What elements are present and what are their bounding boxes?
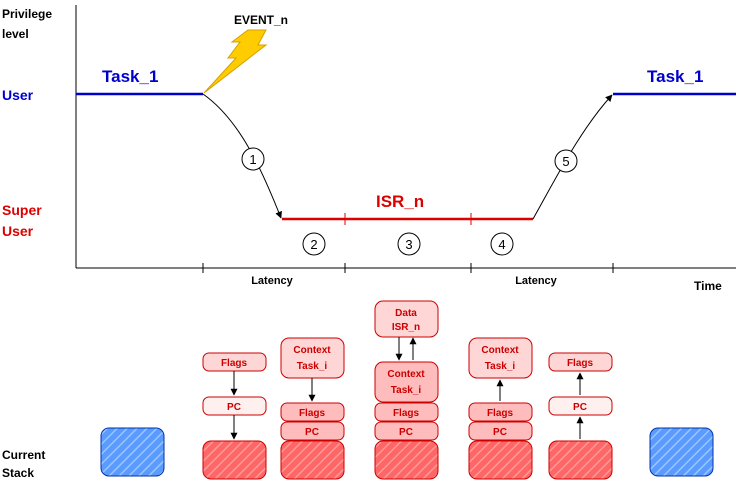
stack-data-box xyxy=(374,300,439,338)
event-label: EVENT_n xyxy=(234,13,288,27)
x-axis-ticks xyxy=(202,263,614,273)
stack-flags-box xyxy=(374,402,439,422)
stack-pc-box xyxy=(548,396,613,416)
stack-context-box xyxy=(468,337,533,379)
step-4-marker: 4 xyxy=(490,232,514,256)
svg-text:PC: PC xyxy=(399,427,413,438)
event-lightning-icon xyxy=(203,29,268,94)
svg-text:Flags: Flags xyxy=(299,408,326,419)
stack-pc-box xyxy=(468,421,533,441)
level-user-label: User xyxy=(2,87,34,103)
stack-col5: Flags PC xyxy=(548,352,613,439)
step-2-marker: 2 xyxy=(302,232,326,256)
svg-text:Flags: Flags xyxy=(221,358,248,369)
svg-text:Task_i: Task_i xyxy=(485,361,516,372)
svg-text:Task_i: Task_i xyxy=(391,385,422,396)
svg-text:ISR_n: ISR_n xyxy=(392,322,420,333)
stack-pc-box xyxy=(374,421,439,441)
task-right-label: Task_1 xyxy=(647,67,703,86)
svg-text:Flags: Flags xyxy=(567,358,594,369)
svg-text:Context: Context xyxy=(293,345,331,356)
level-super-label-line1: Super xyxy=(2,202,42,218)
svg-text:2: 2 xyxy=(310,237,317,252)
svg-text:1: 1 xyxy=(249,152,256,167)
step-5-marker: 5 xyxy=(554,149,578,173)
svg-text:PC: PC xyxy=(227,402,241,413)
stack-base-col2 xyxy=(280,440,345,480)
stack-label-line2: Stack xyxy=(2,466,34,480)
stack-col3: Data ISR_n Context Task_i Flags PC xyxy=(374,300,439,441)
svg-text:PC: PC xyxy=(305,427,319,438)
svg-text:Task_i: Task_i xyxy=(297,361,328,372)
stack-col1: Flags PC xyxy=(202,352,267,440)
stack-base-col1 xyxy=(202,440,267,480)
svg-text:Data: Data xyxy=(395,308,417,319)
stack-label-line1: Current xyxy=(2,448,45,462)
stack-base-col4 xyxy=(468,440,533,480)
transition-down-curve xyxy=(202,93,282,219)
stack-flags-box xyxy=(548,352,613,372)
step-1-marker: 1 xyxy=(241,147,265,171)
y-axis-title-line1: Privilege xyxy=(2,7,52,21)
isr-line-ticks xyxy=(344,213,472,225)
stack-pc-box xyxy=(280,421,345,441)
svg-text:3: 3 xyxy=(405,237,412,252)
svg-text:Flags: Flags xyxy=(487,408,514,419)
stack-col2: Context Task_i Flags PC xyxy=(280,337,345,441)
stack-col4: Context Task_i Flags PC xyxy=(468,337,533,441)
stack-flags-box xyxy=(280,402,345,422)
stack-base-col5 xyxy=(548,440,613,480)
latency-right-label: Latency xyxy=(515,275,557,287)
latency-left-label: Latency xyxy=(251,275,293,287)
svg-text:Context: Context xyxy=(481,345,519,356)
stack-base-user-left xyxy=(100,427,165,477)
svg-text:Flags: Flags xyxy=(393,408,420,419)
x-axis-title: Time xyxy=(694,279,722,293)
svg-text:5: 5 xyxy=(562,154,569,169)
stack-flags-box xyxy=(468,402,533,422)
task-left-label: Task_1 xyxy=(102,67,158,86)
y-axis-title-line2: level xyxy=(2,27,29,41)
stack-base-user-right xyxy=(649,427,714,477)
stack-context-box xyxy=(374,361,439,403)
stack-context-box xyxy=(280,337,345,379)
svg-text:PC: PC xyxy=(573,402,587,413)
svg-text:PC: PC xyxy=(493,427,507,438)
isr-label: ISR_n xyxy=(376,192,424,211)
svg-text:4: 4 xyxy=(498,237,505,252)
stack-base-col3 xyxy=(374,440,439,480)
step-3-marker: 3 xyxy=(397,232,421,256)
svg-text:Context: Context xyxy=(387,369,425,380)
level-super-label-line2: User xyxy=(2,223,34,239)
